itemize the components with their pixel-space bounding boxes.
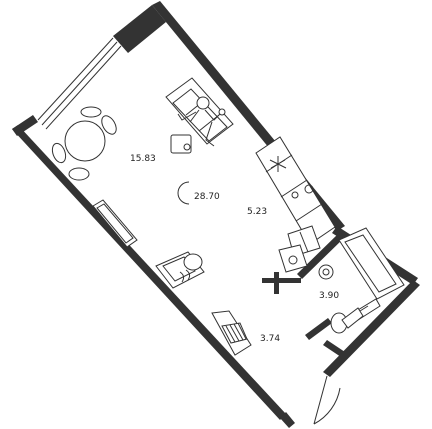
sofa bbox=[165, 77, 234, 154]
entrance-door[interactable] bbox=[313, 375, 341, 425]
stove-icon bbox=[269, 156, 287, 172]
window bbox=[37, 37, 122, 130]
washbasin bbox=[318, 264, 334, 280]
sink-icon bbox=[291, 184, 314, 199]
person-figure bbox=[177, 96, 226, 147]
wall-bottom-stub bbox=[280, 412, 295, 428]
wardrobe bbox=[211, 310, 252, 356]
toilet bbox=[330, 307, 364, 334]
kitchen-counter bbox=[255, 136, 336, 245]
area-label-living: 15.83 bbox=[130, 154, 156, 164]
area-label-total: 28.70 bbox=[194, 192, 220, 202]
area-marker-icon bbox=[177, 181, 190, 205]
interior-walls bbox=[262, 232, 345, 357]
bathtub bbox=[338, 227, 405, 300]
wall-left-long bbox=[12, 125, 286, 420]
area-label-kitchen: 5.23 bbox=[247, 207, 267, 217]
area-label-hall: 3.74 bbox=[260, 334, 280, 344]
wall-bath-bottom bbox=[323, 340, 345, 357]
wall-bath-left bbox=[297, 232, 345, 279]
desk bbox=[92, 199, 138, 248]
wall-right-lower bbox=[323, 280, 420, 377]
exterior-walls bbox=[12, 1, 420, 428]
wall-hall-stub bbox=[274, 272, 279, 294]
area-label-bathroom: 3.90 bbox=[319, 291, 339, 301]
armchair bbox=[155, 251, 205, 289]
washing-machine bbox=[278, 244, 308, 273]
wall-top-corner bbox=[113, 5, 166, 53]
dining-table bbox=[51, 106, 117, 181]
wall-kitchen-bottom bbox=[262, 278, 301, 283]
wall-bath-door bbox=[305, 318, 332, 340]
